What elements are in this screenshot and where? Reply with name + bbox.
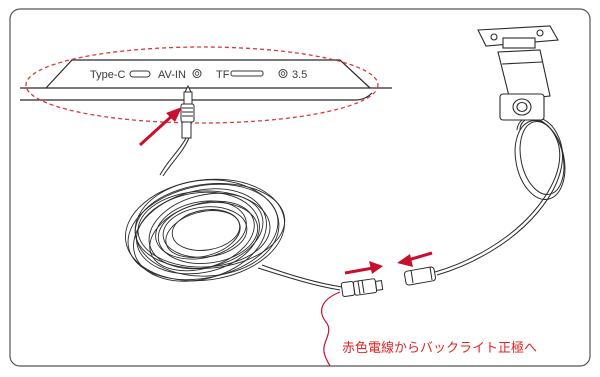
cable-coil-icon — [125, 178, 286, 282]
av-in-port-icon — [192, 69, 202, 78]
cable-upper — [159, 137, 190, 177]
camera-cable-loop — [514, 120, 566, 200]
female-connector — [403, 266, 437, 286]
diagram-frame — [9, 8, 591, 367]
tf-label: TF — [216, 69, 230, 81]
red-wire-label: 赤色電線からバックライト正極へ — [342, 340, 537, 355]
tf-slot-icon — [230, 70, 264, 77]
rear-camera-icon — [477, 25, 559, 121]
monitor-edge — [20, 59, 392, 101]
connect-arrow-right — [344, 261, 383, 275]
connect-arrow-left — [397, 251, 433, 267]
male-connector — [340, 278, 384, 298]
cable-lower — [257, 264, 343, 291]
port-highlight-ellipse — [25, 46, 379, 124]
type-c-port-icon — [129, 70, 151, 78]
type-c-label: Type-C — [90, 69, 126, 81]
av-in-label: AV-IN — [158, 69, 186, 81]
red-trigger-wire — [321, 291, 341, 367]
audio-label: 3.5 — [292, 69, 307, 81]
red-arrow-icon — [138, 107, 182, 147]
audio-port-icon — [278, 69, 288, 78]
av-plug — [180, 84, 195, 139]
